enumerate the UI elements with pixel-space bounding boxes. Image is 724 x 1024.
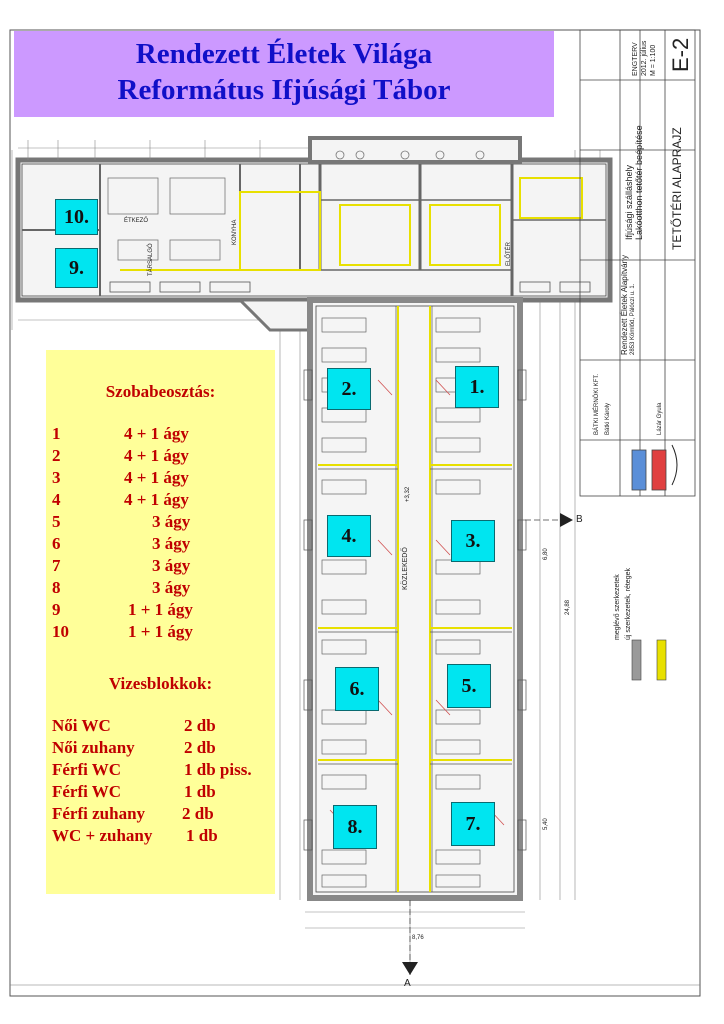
room-label-8: 8.: [333, 805, 377, 849]
rooms-legend-title: Szobabeosztás:: [105, 382, 216, 401]
dim-bottom: 8,76: [412, 935, 424, 941]
scale-text: M = 1:100: [650, 44, 657, 76]
bath-count: 1 db: [186, 826, 218, 845]
bath-type: WC + zuhany: [52, 826, 153, 845]
room-beds: 3 ágy: [152, 578, 191, 597]
bath-type: Férfi WC: [52, 782, 122, 801]
room-number: 1: [52, 424, 61, 443]
section-b-label: B: [576, 514, 583, 525]
bath-count: 2 db: [182, 804, 214, 823]
dim-total-length: 24,88: [565, 599, 571, 615]
legend-new-label: új szerkezetek, rétegek: [625, 568, 632, 640]
bath-type: Férfi WC: [52, 760, 122, 779]
room-beds: 1 + 1 ágy: [128, 600, 193, 619]
room-beds: 3 ágy: [152, 512, 191, 531]
banner-title-line1: Rendezett Életek Világa: [135, 38, 433, 70]
label-dining: ÉTKEZŐ: [124, 218, 149, 224]
material-legend: [631, 639, 667, 681]
room-number: 6: [52, 534, 61, 553]
section-markers: [402, 513, 573, 975]
room-label-7: 7.: [451, 802, 495, 846]
label-entry: ELŐTÉR: [506, 241, 512, 266]
room-number: 9: [52, 600, 61, 619]
engineer-name: BÁTKI MÉRNÖKI KFT.: [594, 373, 600, 435]
room-beds: 1 + 1 ágy: [128, 622, 193, 641]
room-beds: 3 ágy: [152, 556, 191, 575]
title-banner: Rendezett Életek Világa Református Ifjús…: [14, 31, 554, 117]
bath-type: Férfi zuhany: [52, 804, 146, 823]
room-label-5: 5.: [447, 664, 491, 708]
title-block: [579, 29, 696, 497]
room-number: 10: [52, 622, 69, 641]
room-beds: 4 + 1 ágy: [124, 446, 189, 465]
bath-count: 2 db: [184, 738, 216, 757]
room-beds: 4 + 1 ágy: [124, 468, 189, 487]
legend-existing-label: meglévő szerkezetek: [614, 574, 621, 640]
dim-room-b: 6,80: [543, 548, 549, 560]
label-corridor: KÖZLEKEDŐ: [402, 547, 409, 590]
date-text: 2012. július: [641, 40, 648, 76]
designer-name: Bátki Károly: [605, 402, 611, 435]
client-address: 2853 Kömlőd, Pálóczi u. 1.: [630, 283, 636, 355]
label-lounge: TÁRSALGÓ: [148, 243, 154, 276]
room-number: 3: [52, 468, 61, 487]
room-label-6: 6.: [335, 667, 379, 711]
drawing-title: TETŐTÉRI ALAPRAJZ: [670, 127, 684, 250]
top-wing: [15, 136, 613, 303]
room-label-9: 9.: [55, 248, 98, 288]
room-number: 4: [52, 490, 61, 509]
client-name: Rendezett Életek Alapítvány: [620, 254, 629, 355]
sheet-border: [9, 29, 701, 997]
room-number: 8: [52, 578, 61, 597]
project-line1: Ifjúsági szálláshely: [624, 164, 634, 240]
bath-legend-title: Vizesblokkok:: [108, 674, 213, 693]
room-beds: 3 ágy: [152, 534, 191, 553]
legend-panel: Szobabeosztás: 1 4 + 1 ágy 2 4 + 1 ágy 3 4 …: [46, 350, 275, 894]
bath-count: 1 db piss.: [184, 760, 252, 779]
label-level: +3,32: [405, 486, 411, 502]
designer2-name: Lázár Gyula: [657, 402, 663, 435]
left-dims: [11, 140, 261, 330]
dim-room-a: 5,40: [543, 818, 549, 830]
room-number: 5: [52, 512, 61, 531]
room-label-2: 2.: [327, 368, 371, 410]
room-label-4: 4.: [327, 515, 371, 557]
bath-type: Női zuhany: [52, 738, 135, 757]
project-line2: Lakóotthon tetőtér beépítése: [634, 125, 644, 240]
section-a-label: A: [404, 978, 411, 989]
banner-title-line2: Református Ifjúsági Tábor: [117, 74, 451, 106]
room-number: 7: [52, 556, 61, 575]
room-number: 2: [52, 446, 61, 465]
room-beds: 4 + 1 ágy: [124, 424, 189, 443]
phase-text: ENGTERV: [632, 42, 639, 76]
room-label-1: 1.: [455, 366, 499, 408]
room-beds: 4 + 1 ágy: [124, 490, 189, 509]
bath-count: 2 db: [184, 716, 216, 735]
sheet-code: E-2: [668, 37, 693, 72]
bath-count: 1 db: [184, 782, 216, 801]
label-kitchen: KONYHA: [232, 219, 238, 245]
bath-type: Női WC: [52, 716, 111, 735]
room-label-10: 10.: [55, 199, 98, 235]
room-label-3: 3.: [451, 520, 495, 562]
